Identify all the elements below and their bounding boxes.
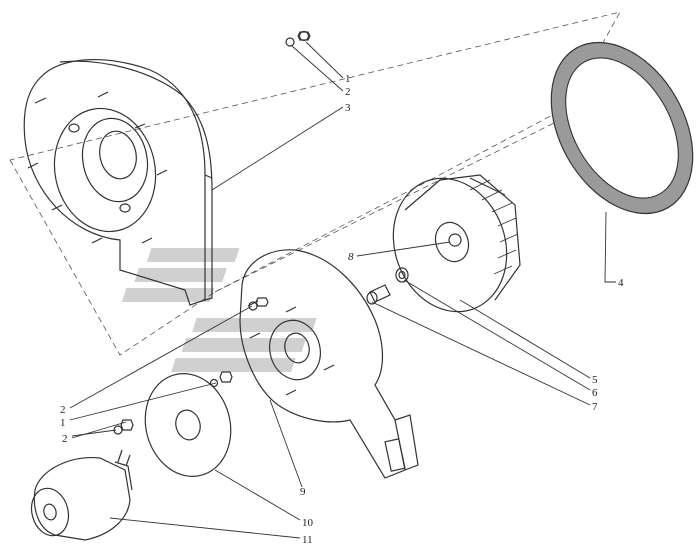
callout-2-lower: 2 [60,404,66,416]
callout-1-lower: 1 [60,417,66,429]
leader-lines [69,41,616,539]
callout-4: 4 [618,277,624,289]
lower-nuts-and-washers [113,297,269,435]
shaft-washer-and-bushing [366,267,409,305]
callout-5: 5 [592,374,598,386]
callout-3: 3 [345,102,351,114]
callout-1-top: 1 [345,73,351,85]
callout-2-bottom: 2 [62,433,68,445]
callout-7: 7 [592,401,598,413]
callout-2-top: 2 [345,86,351,98]
fan-wheel [392,174,521,313]
volute-housing [239,249,419,479]
watermark-logo [121,248,317,372]
callout-11: 11 [302,534,313,546]
fan-blades [469,179,519,275]
callout-labels: 1 2 3 4 5 6 7 8 2 1 2 9 10 11 [60,73,624,546]
housing-cover [23,59,213,306]
callout-10: 10 [302,517,314,529]
mounting-flange-disc [144,373,232,477]
top-nut-and-washer [285,30,311,47]
housing-studs [27,91,168,244]
callout-6: 6 [592,387,598,399]
electric-motor [30,449,133,541]
gasket-ring [550,41,694,215]
callout-9: 9 [300,486,306,498]
callout-8: 8 [348,251,354,263]
